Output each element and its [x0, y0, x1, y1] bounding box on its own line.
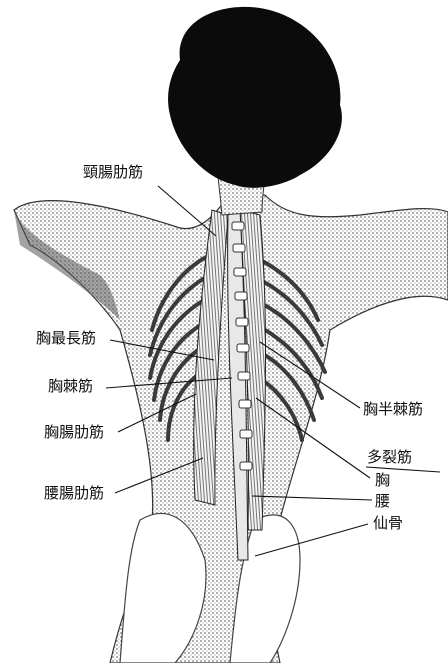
label-iliocostalis-cervicis: 頸腸肋筋	[82, 163, 144, 181]
label-multifidus-sacral: 仙骨	[372, 514, 404, 532]
label-spinalis-thoracis: 胸棘筋	[47, 377, 94, 395]
label-iliocostalis-thoracis: 胸腸肋筋	[43, 423, 105, 441]
label-iliocostalis-lumborum: 腰腸肋筋	[43, 484, 105, 502]
head-hair	[168, 7, 342, 188]
label-multifidus-lumborum: 腰	[374, 492, 391, 510]
label-longissimus-thoracis: 胸最長筋	[35, 329, 97, 347]
label-multifidus-thoracis: 胸	[374, 471, 391, 489]
label-semispinalis-thoracis: 胸半棘筋	[362, 400, 424, 418]
label-multifidus: 多裂筋	[366, 448, 413, 466]
